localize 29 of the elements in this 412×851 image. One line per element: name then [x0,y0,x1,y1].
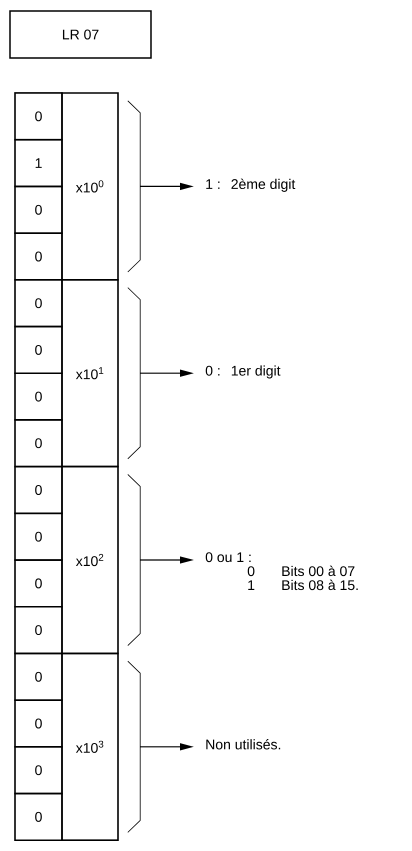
description-text: 0 : 1er digit [206,365,280,378]
multiplier-cell: x10$^{2}$ [61,466,119,654]
bit-cell: 0 [14,746,63,794]
bit-cell: 0 [14,606,63,654]
bit-cell: 0 [14,512,63,561]
description-text: 0 ou 1 : 0 Bits 00 à 07 1 Bits 08 à 15. [206,552,358,590]
bit-cell: 0 [14,186,63,234]
bit-cell: 0 [14,372,63,421]
register-box: LR 07 [9,10,152,59]
bit-cell: 0 [14,559,63,608]
multiplier-cell: x10$^{0}$ [61,92,119,281]
bit-cell: 0 [14,326,63,374]
bit-cell: 0 [14,466,63,514]
description-text: Non utilisés. [206,738,280,750]
brace [127,474,141,646]
description-text: 1 : 2ème digit [206,178,296,192]
bit-cell: 0 [14,792,63,842]
bit-cell: 0 [14,279,63,328]
bit-cell: 0 [14,699,63,748]
bit-cell: 0 [14,652,63,701]
brace [127,660,141,833]
multiplier-cell: x10$^{3}$ [61,652,119,841]
brace [127,287,141,460]
brace [127,100,141,272]
bit-cell: 0 [14,419,63,468]
bit-cell: 0 [14,232,63,281]
bit-cell: 1 [14,138,63,188]
bit-cell: 0 [14,92,63,140]
multiplier-cell: x10$^{1}$ [61,279,119,468]
